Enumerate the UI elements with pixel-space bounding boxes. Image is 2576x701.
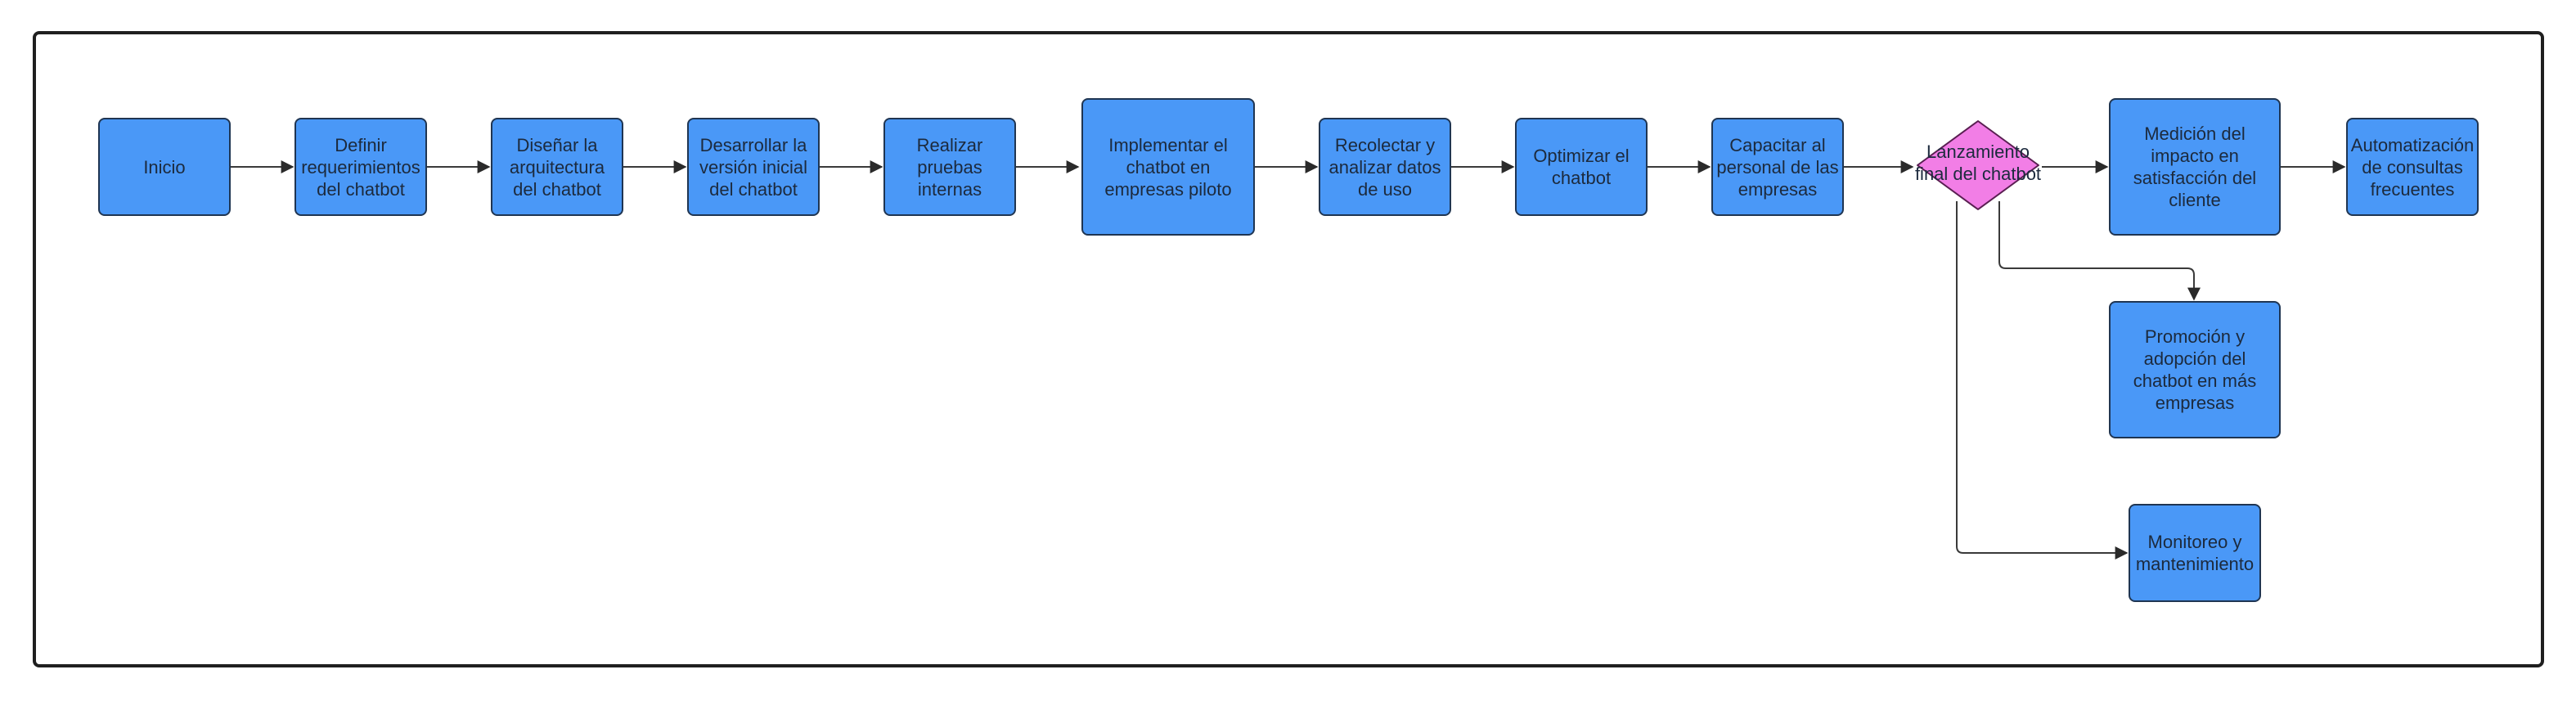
node-realizar-pruebas: Realizar pruebas internas (883, 118, 1016, 216)
node-automatizacion: Automatización de consultas frecuentes (2346, 118, 2479, 216)
decision-diamond (1917, 120, 2039, 210)
node-optimizar: Optimizar el chatbot (1515, 118, 1648, 216)
node-medicion-impacto: Medición del impacto en satisfacción del… (2109, 98, 2281, 236)
node-recolectar-datos: Recolectar y analizar datos de uso (1319, 118, 1451, 216)
node-inicio: Inicio (98, 118, 231, 216)
node-lanzamiento-final: Lanzamiento final del chatbot (1914, 142, 2042, 184)
node-capacitar-personal: Capacitar al personal de las empresas (1711, 118, 1844, 216)
node-disenar-arquitectura: Diseñar la arquitectura del chatbot (491, 118, 623, 216)
node-definir-requerimientos: Definir requerimientos del chatbot (294, 118, 427, 216)
node-promocion-adopcion: Promoción y adopción del chatbot en más … (2109, 301, 2281, 438)
node-monitoreo: Monitoreo y mantenimiento (2129, 504, 2261, 602)
node-desarrollar-version: Desarrollar la versión inicial del chatb… (687, 118, 820, 216)
node-implementar-piloto: Implementar el chatbot en empresas pilot… (1081, 98, 1255, 236)
